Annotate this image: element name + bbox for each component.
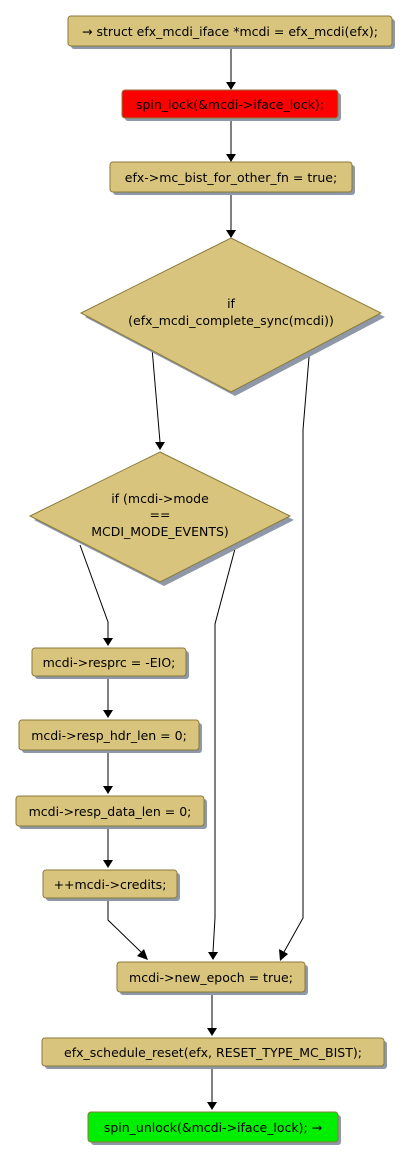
node-reset-label: efx_schedule_reset(efx, RESET_TYPE_MC_BI… (64, 1045, 362, 1060)
node-cond1-line2: (efx_mcdi_complete_sync(mcdi)) (128, 313, 334, 328)
node-cond2: if (mcdi->mode == MCDI_MODE_EVENTS) (28, 451, 294, 586)
arrowhead (226, 230, 236, 238)
node-resp-data: mcdi->resp_data_len = 0; (15, 795, 207, 829)
edge-cond2-true (79, 544, 109, 638)
arrowhead (103, 860, 113, 868)
node-lock: spin_lock(&mcdi->iface_lock); (121, 89, 341, 121)
node-resp-hdr: mcdi->resp_hdr_len = 0; (18, 719, 202, 753)
edges (79, 46, 311, 1110)
arrowhead (207, 1028, 217, 1036)
node-cond2-line3: MCDI_MODE_EVENTS) (91, 524, 229, 539)
node-credits-label: ++mcdi->credits; (54, 877, 167, 892)
arrowhead (226, 154, 236, 162)
node-set-bist: efx->mc_bist_for_other_fn = true; (109, 161, 355, 195)
arrowhead (103, 710, 113, 718)
node-resp-data-label: mcdi->resp_data_len = 0; (29, 804, 192, 819)
arrowhead (226, 82, 236, 90)
node-cond2-line1: if (mcdi->mode (111, 491, 209, 506)
edge-cond1-true (151, 347, 161, 443)
arrowhead (155, 442, 165, 450)
node-unlock-label: spin_unlock(&mcdi->iface_lock); → (104, 1120, 322, 1135)
node-resprc: mcdi->resprc = -EIO; (31, 647, 189, 679)
edge-cond2-false (212, 544, 237, 953)
arrowhead (137, 949, 148, 960)
node-cond1: if (efx_mcdi_complete_sync(mcdi)) (79, 237, 385, 396)
node-new-epoch-label: mcdi->new_epoch = true; (129, 970, 293, 985)
arrowhead (103, 638, 113, 646)
arrowhead (279, 949, 288, 961)
arrowhead (207, 1102, 217, 1110)
node-lock-label: spin_lock(&mcdi->iface_lock); (136, 97, 324, 112)
node-resp-hdr-label: mcdi->resp_hdr_len = 0; (31, 728, 187, 743)
node-unlock: spin_unlock(&mcdi->iface_lock); → (87, 1111, 341, 1145)
node-cond2-line2: == (150, 507, 171, 522)
node-resprc-label: mcdi->resprc = -EIO; (43, 655, 176, 670)
node-entry-label: → struct efx_mcdi_iface *mcdi = efx_mcdi… (82, 24, 378, 39)
node-new-epoch: mcdi->new_epoch = true; (116, 961, 308, 995)
edge-credits-epoch (107, 898, 142, 953)
arrowhead (103, 786, 113, 794)
node-cond1-line1: if (227, 296, 235, 311)
edge-cond1-false (283, 344, 311, 953)
node-reset: efx_schedule_reset(efx, RESET_TYPE_MC_BI… (41, 1037, 387, 1069)
arrowhead (208, 952, 218, 960)
node-credits: ++mcdi->credits; (42, 869, 180, 901)
node-entry: → struct efx_mcdi_iface *mcdi = efx_mcdi… (67, 15, 395, 49)
node-set-bist-label: efx->mc_bist_for_other_fn = true; (125, 170, 337, 185)
